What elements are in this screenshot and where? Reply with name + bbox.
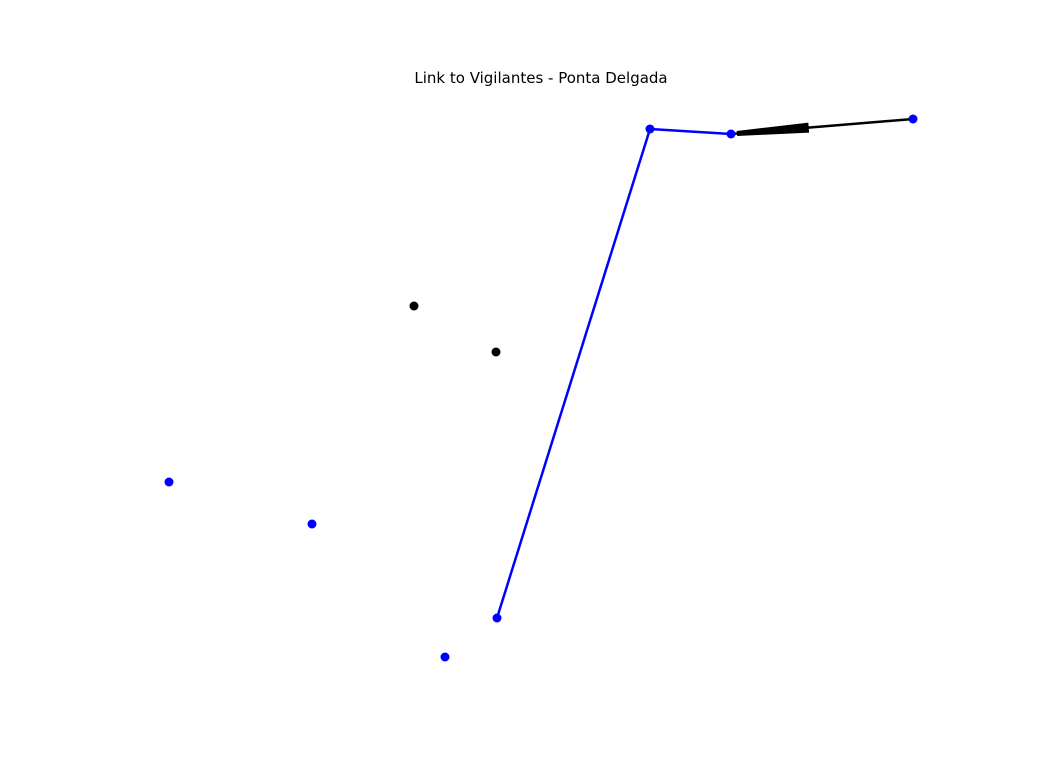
- node-n9: [491, 347, 501, 357]
- edges-layer: [495, 117, 914, 619]
- node-n8: [409, 301, 419, 311]
- node-n5: [164, 477, 174, 487]
- node-n1: [492, 613, 502, 623]
- node-n2: [645, 124, 655, 134]
- node-n7: [440, 652, 450, 662]
- edge-n1-n2: [495, 128, 652, 619]
- edge-arrowhead-n4-n3: [736, 122, 810, 136]
- diagram-title: Link to Vigilantes - Ponta Delgada: [414, 69, 668, 87]
- nodes-layer: [164, 114, 918, 662]
- edge-n2-n3: [649, 127, 732, 136]
- node-n3: [726, 129, 736, 139]
- node-n4: [908, 114, 918, 124]
- node-n6: [307, 519, 317, 529]
